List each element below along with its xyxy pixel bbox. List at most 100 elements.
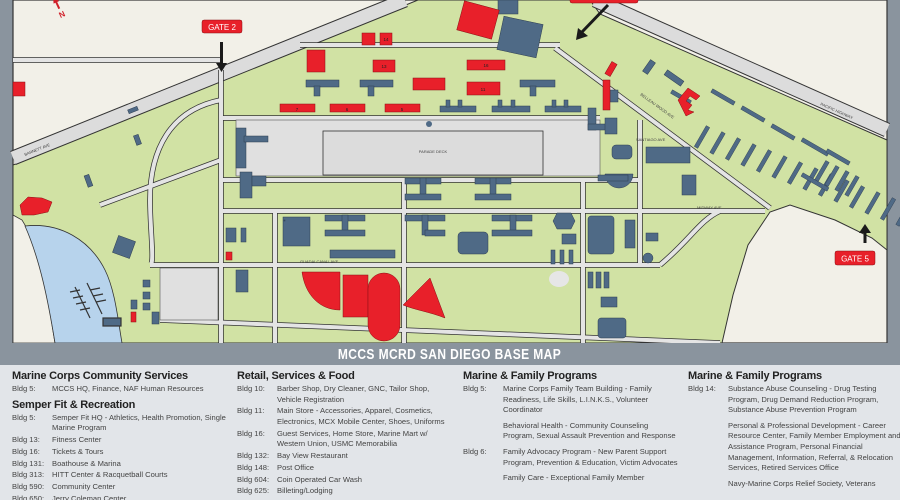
mccs-building[interactable] — [306, 49, 326, 73]
mccs-sports-field[interactable] — [402, 277, 446, 319]
mccs-building[interactable] — [329, 103, 366, 113]
mccs-building[interactable] — [412, 77, 446, 91]
base-buildings — [83, 0, 697, 339]
legend-building-number: Bldg 132: — [237, 451, 270, 461]
mccs-building[interactable] — [379, 32, 393, 46]
legend-building-number — [688, 421, 728, 474]
legend-entry: Bldg 650: Jerry Coleman Center — [12, 494, 227, 500]
mccs-building[interactable] — [602, 79, 611, 111]
mccs-building[interactable] — [372, 59, 396, 73]
legend-building-number: Bldg 16: — [237, 428, 265, 438]
mccs-building[interactable] — [466, 81, 501, 96]
legend-section-heading: Marine & Family Programs — [463, 370, 597, 382]
legend-entry: Bldg 604:Coin Operated Car Wash — [237, 475, 452, 486]
barracks-building — [740, 143, 757, 167]
legend-facility-description: Coin Operated Car Wash — [277, 474, 362, 484]
legend-building-number: Bldg 10: — [237, 384, 265, 393]
building-number: 16 — [483, 63, 489, 68]
legend-facility-description: Navy-Marine Corps Relief Society, Vetera… — [728, 478, 876, 488]
legend-facility-description: Behavioral Health - Community Counseling… — [503, 420, 676, 441]
legend-facility-description: Substance Abuse Counseling - Drug Testin… — [728, 384, 879, 415]
mccs-building[interactable] — [19, 196, 53, 216]
building-number: 6 — [346, 107, 349, 112]
mccs-facilities[interactable] — [12, 0, 701, 342]
legend-entry: Bldg 313: HITT Center & Racquetball Court… — [12, 470, 227, 481]
legend-building-number: Bldg 313: — [12, 470, 45, 480]
legend-facility-description: Semper Fit HQ - Athletics, Health Promot… — [52, 412, 226, 433]
legend-building-number: Bldg 14: — [688, 384, 716, 393]
gate-top-marker[interactable] — [569, 0, 639, 40]
barracks-building — [786, 161, 804, 185]
legend-building-number: Bldg 148: — [237, 462, 270, 472]
legend-facility-description: Main Store - Accessories, Apparel, Cosme… — [277, 406, 445, 426]
mccs-track[interactable] — [367, 272, 401, 342]
legend-facility-description: HITT Center & Racquetball Courts — [52, 470, 168, 480]
building-number: 5 — [401, 107, 404, 112]
mccs-building[interactable] — [130, 311, 137, 323]
compass-label: N — [57, 9, 66, 20]
legend-building-number: Bldg 5: — [12, 412, 36, 422]
mccs-building[interactable] — [384, 103, 421, 113]
mccs-building[interactable] — [456, 0, 500, 40]
parade-deck — [322, 130, 544, 176]
mccs-building[interactable] — [225, 251, 233, 261]
barracks-building — [814, 160, 830, 182]
mccs-sports-field[interactable] — [342, 274, 369, 318]
legend-entry: Bldg 11: Main Store - Accessories, Appare… — [237, 406, 452, 427]
mccs-building[interactable] — [12, 81, 26, 97]
legend-facility-description: Billeting/Lodging — [277, 486, 333, 496]
barracks-building — [824, 165, 840, 187]
legend-entry: Bldg 6:Family Advocacy Program - New Par… — [463, 447, 678, 468]
barracks-building — [864, 191, 881, 215]
field-circle — [549, 271, 569, 287]
legend-entry: Behavioral Health - Community Counseling… — [463, 421, 678, 442]
barracks-building — [834, 170, 850, 192]
legend-building-number: Bldg 131: — [12, 458, 45, 468]
mccs-building[interactable] — [466, 59, 506, 71]
legend-building-number: Bldg 625: — [237, 486, 270, 496]
legend-section-heading: Semper Fit & Recreation — [12, 398, 136, 411]
legend-building-number: Bldg 13: — [12, 434, 40, 444]
barracks-building — [755, 149, 773, 173]
mccs-sports-field[interactable] — [301, 271, 341, 311]
legend-entry: Bldg 13: Fitness Center — [12, 435, 227, 446]
legend-building-number — [463, 473, 503, 484]
barracks-building — [740, 105, 766, 123]
mccs-building[interactable] — [361, 32, 376, 46]
gate-5-marker[interactable]: GATE 5 — [834, 224, 876, 266]
legend-section-heading: Marine Corps Community Services — [12, 370, 188, 382]
building-number: 7 — [296, 107, 299, 112]
mccs-building[interactable] — [677, 87, 701, 117]
street-label-midway: MIDWAY AVE — [697, 205, 722, 210]
legend-facility-description: Boathouse & Marina — [52, 458, 121, 468]
legend-facility-description: MCCS HQ, Finance, NAF Human Resources — [52, 384, 204, 393]
legend-section-heading: Marine & Family Programs — [688, 370, 822, 382]
legend-entry: Family Care - Exceptional Family Member — [463, 473, 678, 484]
gate-2-marker[interactable]: GATE 2 — [201, 19, 243, 72]
legend-facility-description: Fitness Center — [52, 434, 102, 444]
legend-facility-description: Jerry Coleman Center — [52, 493, 127, 500]
legend-facility-description: Guest Services, Home Store, Marine Mart … — [277, 428, 428, 449]
boat-channel-water — [24, 225, 123, 344]
legend-building-number: Bldg 5: — [463, 384, 487, 393]
street-label-santiago: SANTIAGO AVE — [636, 137, 666, 142]
marina-docks — [69, 282, 122, 327]
north-arrow-icon: N — [52, 0, 67, 20]
legend-facility-description: Barber Shop, Dry Cleaner, GNC, Tailor Sh… — [277, 384, 430, 404]
legend-entry: Bldg 16:Tickets & Tours — [12, 447, 227, 458]
mccs-building[interactable] — [604, 61, 618, 77]
parking-lot — [159, 267, 219, 321]
legend-building-number: Bldg 650: — [12, 493, 45, 500]
legend-building-number: Bldg 11: — [237, 406, 265, 416]
legend-facility-description: Family Care - Exceptional Family Member — [503, 473, 645, 483]
legend-entry: Bldg 5:Marine Corps Family Team Building… — [463, 384, 678, 416]
legend-entry: Navy-Marine Corps Relief Society, Vetera… — [688, 479, 900, 490]
flagpole — [426, 121, 432, 127]
mccs-building[interactable] — [279, 103, 316, 113]
base-map[interactable]: 14 13 16 11 7 6 5 BARNETT AVE PACIFIC HI… — [0, 0, 900, 345]
legend-building-number: Bldg 6: — [463, 446, 487, 456]
legend-facility-description: Post Office — [277, 462, 315, 472]
